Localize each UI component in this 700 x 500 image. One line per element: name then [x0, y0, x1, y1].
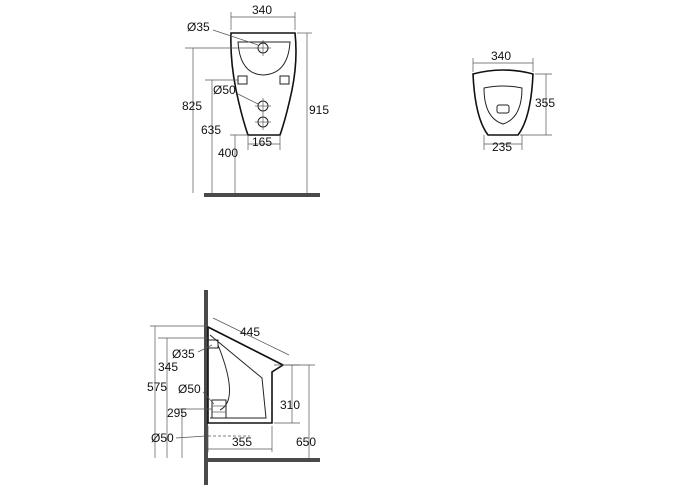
front-height-825-label: 825 — [182, 99, 202, 113]
top-bowl-opening — [483, 85, 523, 125]
side-inlet — [207, 339, 219, 349]
leader — [212, 29, 259, 46]
front-fixing-right — [279, 75, 290, 85]
side-floor — [204, 458, 320, 462]
top-drain — [496, 104, 510, 114]
side-rim-height-label: 650 — [296, 435, 316, 449]
top-urinal-outline — [472, 69, 534, 136]
side-urinal-body — [207, 325, 285, 424]
side-height-575-label: 575 — [147, 380, 167, 394]
front-height-635-label: 635 — [201, 123, 221, 137]
front-bottom-width-label: 165 — [252, 135, 272, 149]
top-width-label: 340 — [491, 49, 511, 63]
side-depth-top-label: 445 — [240, 325, 260, 339]
side-outlet-label: Ø50 — [178, 382, 201, 396]
side-bowl-inner — [209, 334, 267, 419]
front-outlet-label: Ø50 — [213, 83, 236, 97]
front-bowl-opening — [237, 41, 291, 76]
leader — [197, 344, 213, 353]
side-inlet-label: Ø35 — [172, 347, 195, 361]
front-width-label: 340 — [252, 3, 272, 17]
side-height-295-label: 295 — [167, 406, 187, 420]
side-view: 445 Ø35 345 575 Ø50 295 Ø50 310 650 — [147, 290, 320, 485]
side-front-height-label: 310 — [280, 398, 300, 412]
side-wall — [204, 290, 208, 485]
leader — [175, 435, 207, 439]
side-bottom-depth-label: 355 — [232, 435, 252, 449]
top-inner-width-label: 235 — [492, 140, 512, 154]
top-depth-label: 355 — [535, 96, 555, 110]
front-view: 340 Ø35 Ø50 825 915 635 400 165 — [182, 3, 329, 197]
leader — [202, 391, 215, 405]
dim-line-diagonal — [212, 317, 290, 356]
side-height-345-label: 345 — [158, 360, 178, 374]
front-height-400-label: 400 — [218, 146, 238, 160]
front-height-915-label: 915 — [309, 103, 329, 117]
front-inlet-label: Ø35 — [187, 20, 210, 34]
leader — [237, 93, 259, 105]
front-floor — [204, 193, 320, 197]
side-drain-label: Ø50 — [151, 431, 174, 445]
side-trap — [217, 344, 230, 411]
top-view: 340 355 235 — [472, 49, 555, 154]
